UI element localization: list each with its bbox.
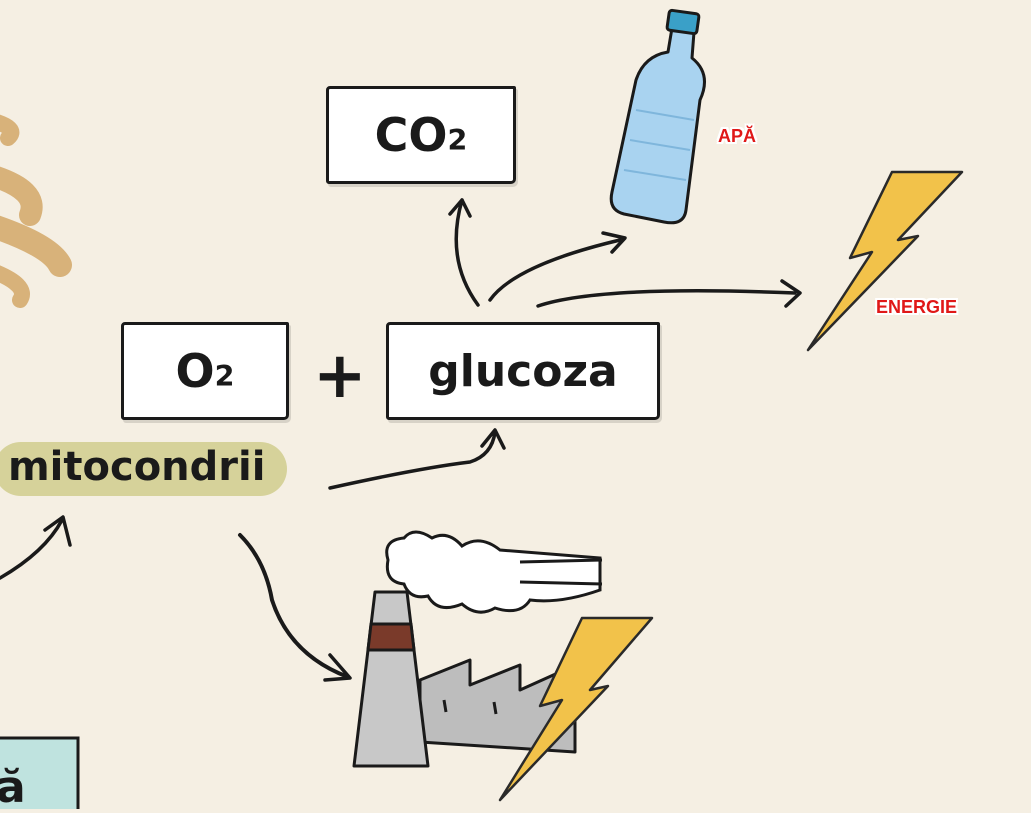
lightning-bolt-icon [806,170,964,352]
o2-subscript: 2 [214,359,235,393]
arrow-to-water [488,238,622,302]
corner-box-fragment [0,736,80,809]
glucoza-text: glucoza [428,345,618,397]
arrow-to-mitocondrii [0,518,64,580]
co2-subscript: 2 [447,123,468,157]
co2-text: CO [374,108,448,162]
lightning-bolt-icon [498,616,654,802]
arrow-to-energy [536,289,797,308]
decorative-strokes-left [0,114,72,308]
plus-sign: + [313,339,367,413]
mitocondrii-label: mitocondrii [0,442,288,496]
smoke-cloud-icon [385,530,603,614]
arrow-to-co2 [454,198,480,307]
arrows [0,198,802,682]
glucoza-label-box: glucoza [386,322,660,420]
corner-text-fragment: ă [0,762,26,813]
energie-label: ENERGIE [876,297,958,317]
water-bottle-icon [609,8,706,225]
factory-icon [352,590,577,768]
arrow-mito-to-glucoza [328,430,497,490]
o2-text: O [175,344,215,398]
apa-label: APĂ [718,126,757,146]
arrow-mito-to-factory [238,533,350,679]
